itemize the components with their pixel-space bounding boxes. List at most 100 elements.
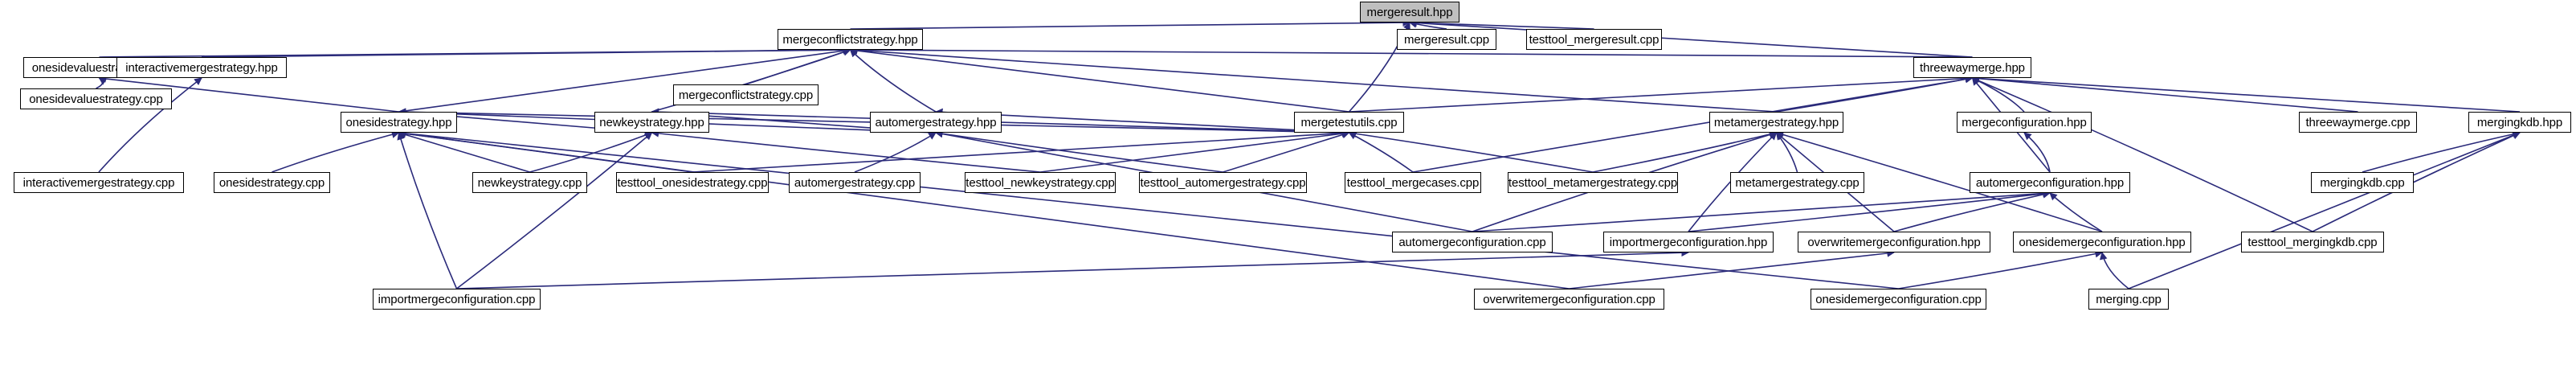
graph-node-label: importmergeconfiguration.cpp — [378, 292, 536, 306]
graph-edge — [1223, 130, 1350, 173]
graph-node-onesidevaluestrategy-cpp[interactable]: onesidevaluestrategy.cpp — [20, 88, 172, 109]
graph-node-label: newkeystrategy.cpp — [477, 175, 582, 190]
graph-node-threewaymerge-cpp[interactable]: threewaymerge.cpp — [2299, 112, 2417, 133]
graph-node-label: newkeystrategy.hpp — [599, 115, 704, 129]
graph-node-metamergestrategy-cpp[interactable]: metamergestrategy.cpp — [1730, 172, 1864, 193]
graph-node-mergetestutils-cpp[interactable]: mergetestutils.cpp — [1294, 112, 1404, 133]
graph-edge — [201, 46, 851, 58]
graph-edge — [692, 129, 1350, 173]
graph-node-newkeystrategy-hpp[interactable]: newkeystrategy.hpp — [594, 112, 709, 133]
graph-node-label: mergeresult.hpp — [1366, 5, 1453, 19]
graph-edge — [1775, 130, 2103, 232]
graph-edge — [2049, 192, 2103, 232]
graph-node-automergestrategy-cpp[interactable]: automergestrategy.cpp — [789, 172, 921, 193]
graph-node-mergeresult-cpp[interactable]: mergeresult.cpp — [1397, 29, 1496, 50]
graph-node-label: testtool_mergecases.cpp — [1346, 175, 1480, 190]
graph-node-mergeconfiguration-hpp[interactable]: mergeconfiguration.hpp — [1957, 112, 2092, 133]
graph-node-label: metamergestrategy.hpp — [1713, 115, 1839, 129]
graph-edge — [98, 77, 202, 173]
graph-node-label: overwritemergeconfiguration.cpp — [1483, 292, 1655, 306]
graph-edge — [651, 129, 1041, 173]
graph-node-label: threewaymerge.cpp — [2305, 115, 2411, 129]
graph-edge — [456, 132, 653, 289]
graph-node-onesidestrategy-hpp[interactable]: onesidestrategy.hpp — [341, 112, 457, 133]
graph-edge — [1569, 249, 1895, 289]
graph-node-overwritemergeconfiguration-hpp[interactable]: overwritemergeconfiguration.hpp — [1798, 232, 1990, 252]
graph-node-testtool-mergecases-cpp[interactable]: testtool_mergecases.cpp — [1345, 172, 1481, 193]
graph-node-automergeconfiguration-hpp[interactable]: automergeconfiguration.hpp — [1970, 172, 2130, 193]
graph-node-label: mergeconfiguration.hpp — [1962, 115, 2087, 129]
graph-node-testtool-automergestrategy-cpp[interactable]: testtool_automergestrategy.cpp — [1139, 172, 1307, 193]
graph-node-onesidemergeconfiguration-hpp[interactable]: onesidemergeconfiguration.hpp — [2013, 232, 2191, 252]
graph-node-threewaymerge-hpp[interactable]: threewaymerge.hpp — [1913, 57, 2031, 78]
graph-edge — [398, 129, 1899, 289]
graph-node-testtool-newkeystrategy-cpp[interactable]: testtool_newkeystrategy.cpp — [965, 172, 1116, 193]
graph-node-mergeresult-hpp[interactable]: mergeresult.hpp — [1360, 2, 1459, 23]
graph-node-label: interactivemergestrategy.hpp — [125, 60, 278, 75]
graph-node-importmergeconfiguration-cpp[interactable]: importmergeconfiguration.cpp — [373, 289, 541, 310]
graph-node-overwritemergeconfiguration-cpp[interactable]: overwritemergeconfiguration.cpp — [1474, 289, 1664, 310]
graph-edge — [849, 46, 1973, 58]
graph-edge — [271, 130, 400, 173]
graph-edge — [1688, 190, 2051, 232]
graph-node-merging-cpp[interactable]: merging.cpp — [2088, 289, 2169, 310]
graph-node-testtool-onesidestrategy-cpp[interactable]: testtool_onesidestrategy.cpp — [616, 172, 769, 193]
graph-node-mergingkdb-cpp[interactable]: mergingkdb.cpp — [2311, 172, 2414, 193]
graph-node-label: onesidestrategy.hpp — [345, 115, 452, 129]
graph-edge — [2362, 130, 2521, 173]
graph-edge — [935, 129, 1223, 173]
graph-node-label: mergingkdb.hpp — [2476, 115, 2563, 129]
graph-node-mergeconflictstrategy-hpp[interactable]: mergeconflictstrategy.hpp — [778, 29, 923, 50]
graph-node-metamergestrategy-hpp[interactable]: metamergestrategy.hpp — [1709, 112, 1843, 133]
graph-node-testtool-metamergestrategy-cpp[interactable]: testtool_metamergestrategy.cpp — [1508, 172, 1678, 193]
graph-node-label: onesidevaluestrategy.cpp — [29, 92, 163, 106]
graph-node-label: testtool_metamergestrategy.cpp — [1508, 175, 1678, 190]
graph-edge — [529, 131, 653, 173]
graph-edge — [2099, 252, 2129, 289]
graph-edge — [1971, 76, 2313, 232]
graph-node-interactivemergestrategy-cpp[interactable]: interactivemergestrategy.cpp — [14, 172, 184, 193]
graph-edge — [456, 248, 1689, 289]
graph-edge — [398, 129, 1570, 289]
graph-edge — [1971, 74, 2521, 113]
graph-edge — [2312, 132, 2521, 232]
graph-node-label: mergeconflictstrategy.cpp — [678, 88, 814, 102]
graph-node-newkeystrategy-cpp[interactable]: newkeystrategy.cpp — [472, 172, 587, 193]
graph-node-label: automergestrategy.cpp — [794, 175, 916, 190]
graph-node-label: overwritemergeconfiguration.hpp — [1807, 235, 1981, 249]
graph-node-label: merging.cpp — [2096, 292, 2162, 306]
graph-edge — [98, 75, 399, 113]
graph-node-label: mergeresult.cpp — [1403, 32, 1490, 47]
graph-node-automergeconfiguration-cpp[interactable]: automergeconfiguration.cpp — [1392, 232, 1553, 252]
graph-node-interactivemergestrategy-hpp[interactable]: interactivemergestrategy.hpp — [116, 57, 287, 78]
graph-node-label: mergetestutils.cpp — [1300, 115, 1398, 129]
graph-node-label: testtool_newkeystrategy.cpp — [965, 175, 1115, 190]
graph-node-label: interactivemergestrategy.cpp — [22, 175, 175, 190]
graph-edge — [398, 108, 1349, 133]
graph-node-label: mergingkdb.cpp — [2320, 175, 2405, 190]
graph-node-automergestrategy-hpp[interactable]: automergestrategy.hpp — [870, 112, 1002, 133]
graph-edge — [1472, 189, 2051, 232]
graph-node-testtool-mergeresult-cpp[interactable]: testtool_mergeresult.cpp — [1526, 29, 1662, 50]
graph-node-label: automergestrategy.hpp — [875, 115, 997, 129]
graph-edge — [1971, 75, 2358, 113]
graph-node-label: metamergestrategy.cpp — [1735, 175, 1860, 190]
graph-edge — [849, 49, 937, 113]
graph-edge — [1893, 191, 2051, 232]
graph-node-mergeconflictstrategy-cpp[interactable]: mergeconflictstrategy.cpp — [673, 84, 819, 105]
graph-edge — [1898, 249, 2103, 289]
graph-node-onesidemergeconfiguration-cpp[interactable]: onesidemergeconfiguration.cpp — [1811, 289, 1986, 310]
graph-node-importmergeconfiguration-hpp[interactable]: importmergeconfiguration.hpp — [1603, 232, 1774, 252]
graph-node-label: testtool_mergingkdb.cpp — [2247, 235, 2378, 249]
graph-node-label: testtool_mergeresult.cpp — [1529, 32, 1659, 47]
graph-edge — [1592, 130, 1778, 173]
graph-node-mergingkdb-hpp[interactable]: mergingkdb.hpp — [2468, 112, 2571, 133]
graph-edge — [2128, 131, 2521, 289]
graph-edge — [398, 47, 851, 113]
graph-edge — [1348, 132, 1414, 173]
graph-node-onesidestrategy-cpp[interactable]: onesidestrategy.cpp — [214, 172, 330, 193]
graph-node-testtool-mergingkdb-cpp[interactable]: testtool_mergingkdb.cpp — [2241, 232, 2384, 252]
graph-edge — [2023, 132, 2051, 173]
